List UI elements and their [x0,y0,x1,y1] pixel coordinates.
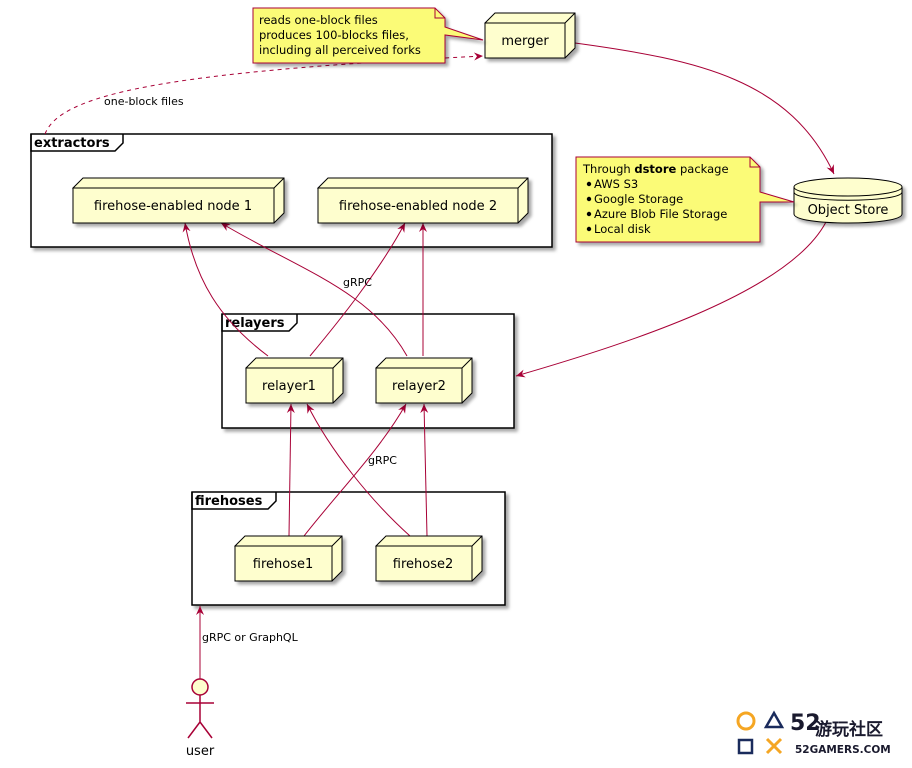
node-label-relayer2: relayer2 [392,379,446,394]
node-firehose2 [375,535,483,582]
watermark-domain: 52GAMERS.COM [795,744,891,756]
note-dstore [575,156,795,243]
node-label-relayer1: relayer1 [262,379,316,394]
node-label-firehose2: firehose2 [393,557,453,572]
edge-relayer2-node1 [220,222,408,357]
node-firehose-enabled-1 [71,177,285,224]
gamepad-symbols-icon [736,710,785,755]
node-relayer1 [245,357,344,404]
edge-merger-objectstore [574,42,835,175]
watermark-number: 52 [790,711,821,736]
edge-firehose1-relayer2 [303,403,407,537]
note-dstore-item-google-storage: Google Storage [594,192,683,206]
edge-label-grpc-extractors: gRPC [343,276,372,289]
edge-firehose1-relayer1 [286,403,295,537]
note-merger-line-1: reads one-block files [259,13,378,27]
edge-firehose2-relayer1 [306,403,411,537]
node-label-firehose1: firehose1 [253,557,313,572]
frame-title-extractors: extractors [34,136,110,151]
watermark-cn: 游玩社区 [815,719,883,740]
frame-relayers: relayers [221,313,515,429]
actor-label-user: user [186,744,215,759]
edge-label-one-block-files: one-block files [104,95,184,108]
node-label-object-store: Object Store [808,203,889,218]
note-dstore-title: Through dstore package [582,162,729,176]
note-merger-line-2: produces 100-blocks files, [259,28,409,42]
frame-title-relayers: relayers [225,316,285,331]
node-label-merger: merger [501,34,549,49]
note-dstore-item-local-disk: Local disk [594,222,651,236]
edge-relayer1-node2 [309,222,406,357]
actor-user [186,678,214,739]
node-label-firehose-enabled-1: firehose-enabled node 1 [94,199,252,214]
note-dstore-item-aws-s3: AWS S3 [594,177,638,191]
edge-objectstore-relayers [515,221,827,378]
edges [44,42,835,690]
edge-one-block-files [44,52,484,135]
edge-relayer1-node1 [182,222,269,357]
node-label-firehose-enabled-2: firehose-enabled node 2 [339,199,497,214]
node-firehose-enabled-2 [316,177,529,224]
node-object-store [793,177,903,224]
node-firehose1 [234,535,343,582]
note-merger-line-3: including all perceived forks [259,43,421,57]
note-dstore-item-azure: Azure Blob File Storage [594,207,727,221]
frame-title-firehoses: firehoses [195,494,263,509]
edge-firehose2-relayer2 [420,403,429,537]
note-dstore-list: AWS S3 Google Storage Azure Blob File St… [586,177,727,236]
edge-label-grpc-relayers: gRPC [368,454,397,467]
node-merger [484,12,576,59]
edge-label-grpc-or-graphql: gRPC or GraphQL [202,631,299,644]
watermark-logo: 52 游玩社区 52GAMERS.COM [736,710,891,756]
node-relayer2 [375,357,473,404]
note-merger [252,7,484,64]
